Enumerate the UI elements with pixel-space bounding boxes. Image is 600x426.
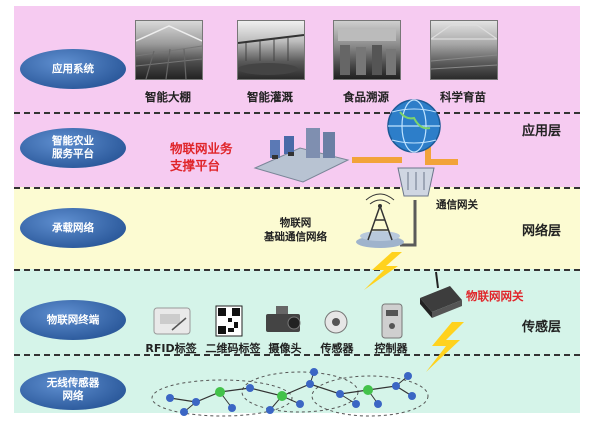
lightning-2-icon xyxy=(426,322,464,372)
seedling-photo xyxy=(430,20,498,80)
app-caption-greenhouse: 智能大棚 xyxy=(145,90,191,104)
app-caption-traceability: 食品溯源 xyxy=(343,90,389,104)
label-application-system: 应用系统 xyxy=(20,49,126,89)
label-bearer-network: 承载网络 xyxy=(20,208,126,248)
divider-3 xyxy=(14,269,580,271)
platform-label: 物联网业务 支撑平台 xyxy=(170,141,233,173)
iot-gateway-label: 物联网网关 xyxy=(466,289,524,303)
layer-network: 网络层 xyxy=(522,224,562,239)
server-cluster-icon xyxy=(253,128,350,183)
iot-gateway-icon xyxy=(420,271,462,318)
internet-globe-icon xyxy=(387,99,441,153)
qr-code-icon xyxy=(215,305,243,337)
communication-gateway-label: 通信网关 xyxy=(436,199,478,211)
connector-line xyxy=(400,200,417,247)
label-text: 应用系统 xyxy=(52,62,94,75)
greenhouse-photo xyxy=(135,20,203,80)
controller-icon xyxy=(381,303,403,339)
food-traceability-photo xyxy=(333,20,401,80)
communication-gateway-icon xyxy=(397,167,435,197)
label-text: 承载网络 xyxy=(52,221,94,234)
rfid-tag-icon xyxy=(153,307,191,335)
terminal-caption-controller: 控制器 xyxy=(374,342,408,355)
label-text: 无线传感器 网络 xyxy=(46,377,100,402)
camera-icon xyxy=(266,306,301,332)
label-text: 物联网终端 xyxy=(46,313,100,326)
app-caption-irrigation: 智能灌溉 xyxy=(247,90,293,104)
divider-1 xyxy=(14,112,580,114)
wireless-sensor-network-graphic xyxy=(151,368,429,417)
label-iot-terminal: 物联网终端 xyxy=(20,300,126,340)
lightning-1-icon xyxy=(364,252,402,290)
terminal-caption-rfid: RFID标签 xyxy=(145,342,197,355)
sensor-icon xyxy=(324,310,348,334)
base-station-tower-icon xyxy=(356,193,404,248)
app-caption-seedling: 科学育苗 xyxy=(440,90,486,104)
divider-2 xyxy=(14,187,580,189)
divider-4 xyxy=(14,354,580,356)
label-text: 智能农业 服务平台 xyxy=(52,135,94,160)
layer-application: 应用层 xyxy=(522,124,562,139)
terminal-caption-camera: 摄像头 xyxy=(268,342,302,355)
terminal-caption-qr: 二维码标签 xyxy=(205,342,261,355)
label-agri-service-platform: 智能农业 服务平台 xyxy=(20,128,126,168)
base-network-label: 物联网 基础通信网络 xyxy=(264,217,327,243)
label-wireless-sensor-network: 无线传感器 网络 xyxy=(20,370,126,410)
irrigation-photo xyxy=(237,20,305,80)
terminal-caption-sensor: 传感器 xyxy=(320,342,354,355)
layer-sensing: 传感层 xyxy=(522,320,562,335)
